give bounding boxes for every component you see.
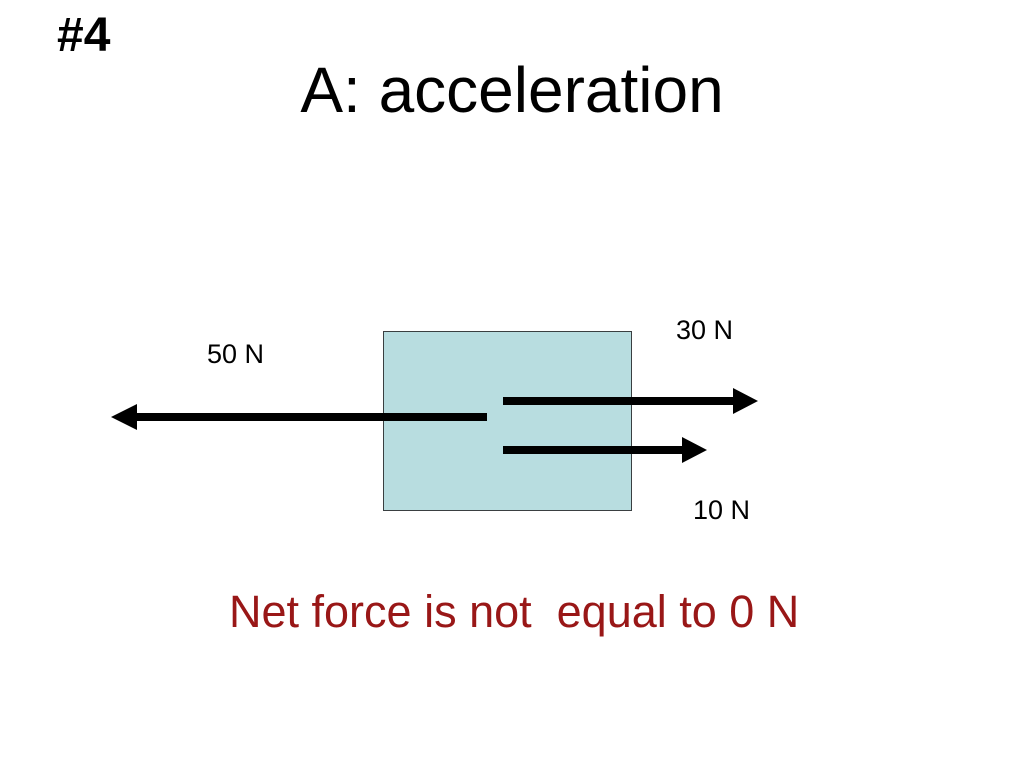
arrow-right-icon xyxy=(682,437,707,463)
force-arrow-10n-shaft xyxy=(503,446,683,454)
slide-number-label: #4 xyxy=(57,9,111,62)
arrow-left-icon xyxy=(111,404,137,430)
force-label-50n: 50 N xyxy=(207,339,265,369)
force-arrow-30n-shaft xyxy=(503,397,734,405)
arrow-right-icon xyxy=(733,388,758,414)
force-arrow-50n-shaft xyxy=(133,413,487,421)
force-label-30n: 30 N xyxy=(676,315,734,345)
force-label-10n: 10 N xyxy=(693,495,751,525)
block xyxy=(383,331,632,511)
conclusion-text: Net force is not equal to 0 N xyxy=(229,586,800,637)
slide-title: A: acceleration xyxy=(300,54,724,126)
